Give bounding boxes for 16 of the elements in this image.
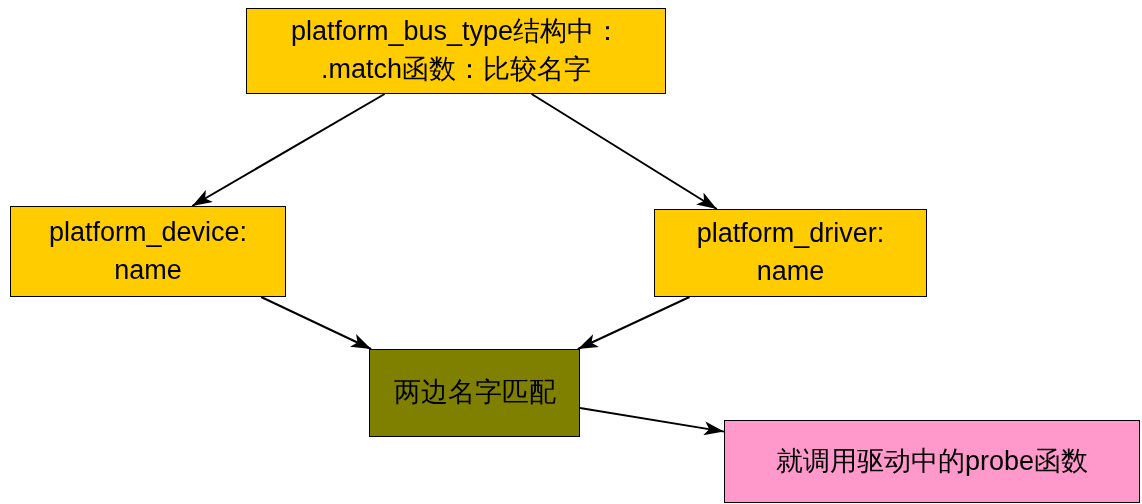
box-label: platform_device: name	[47, 215, 249, 287]
box-label: 就调用驱动中的probe函数	[775, 444, 1089, 478]
arrow	[576, 296, 691, 350]
process-box	[246, 8, 666, 94]
arrow	[191, 93, 386, 207]
process-box	[369, 349, 580, 437]
box-label: .match函数：比较名字	[321, 53, 591, 86]
arrow	[260, 296, 373, 350]
arrow	[579, 406, 725, 436]
process-box	[654, 209, 927, 297]
box-label: platform_bus_type结构中：	[290, 15, 622, 49]
box-label: 两边名字匹配	[393, 376, 556, 410]
box-label: platform_driver: name	[695, 217, 886, 288]
process-box	[10, 206, 286, 297]
process-box	[724, 420, 1140, 503]
arrow	[530, 93, 718, 210]
